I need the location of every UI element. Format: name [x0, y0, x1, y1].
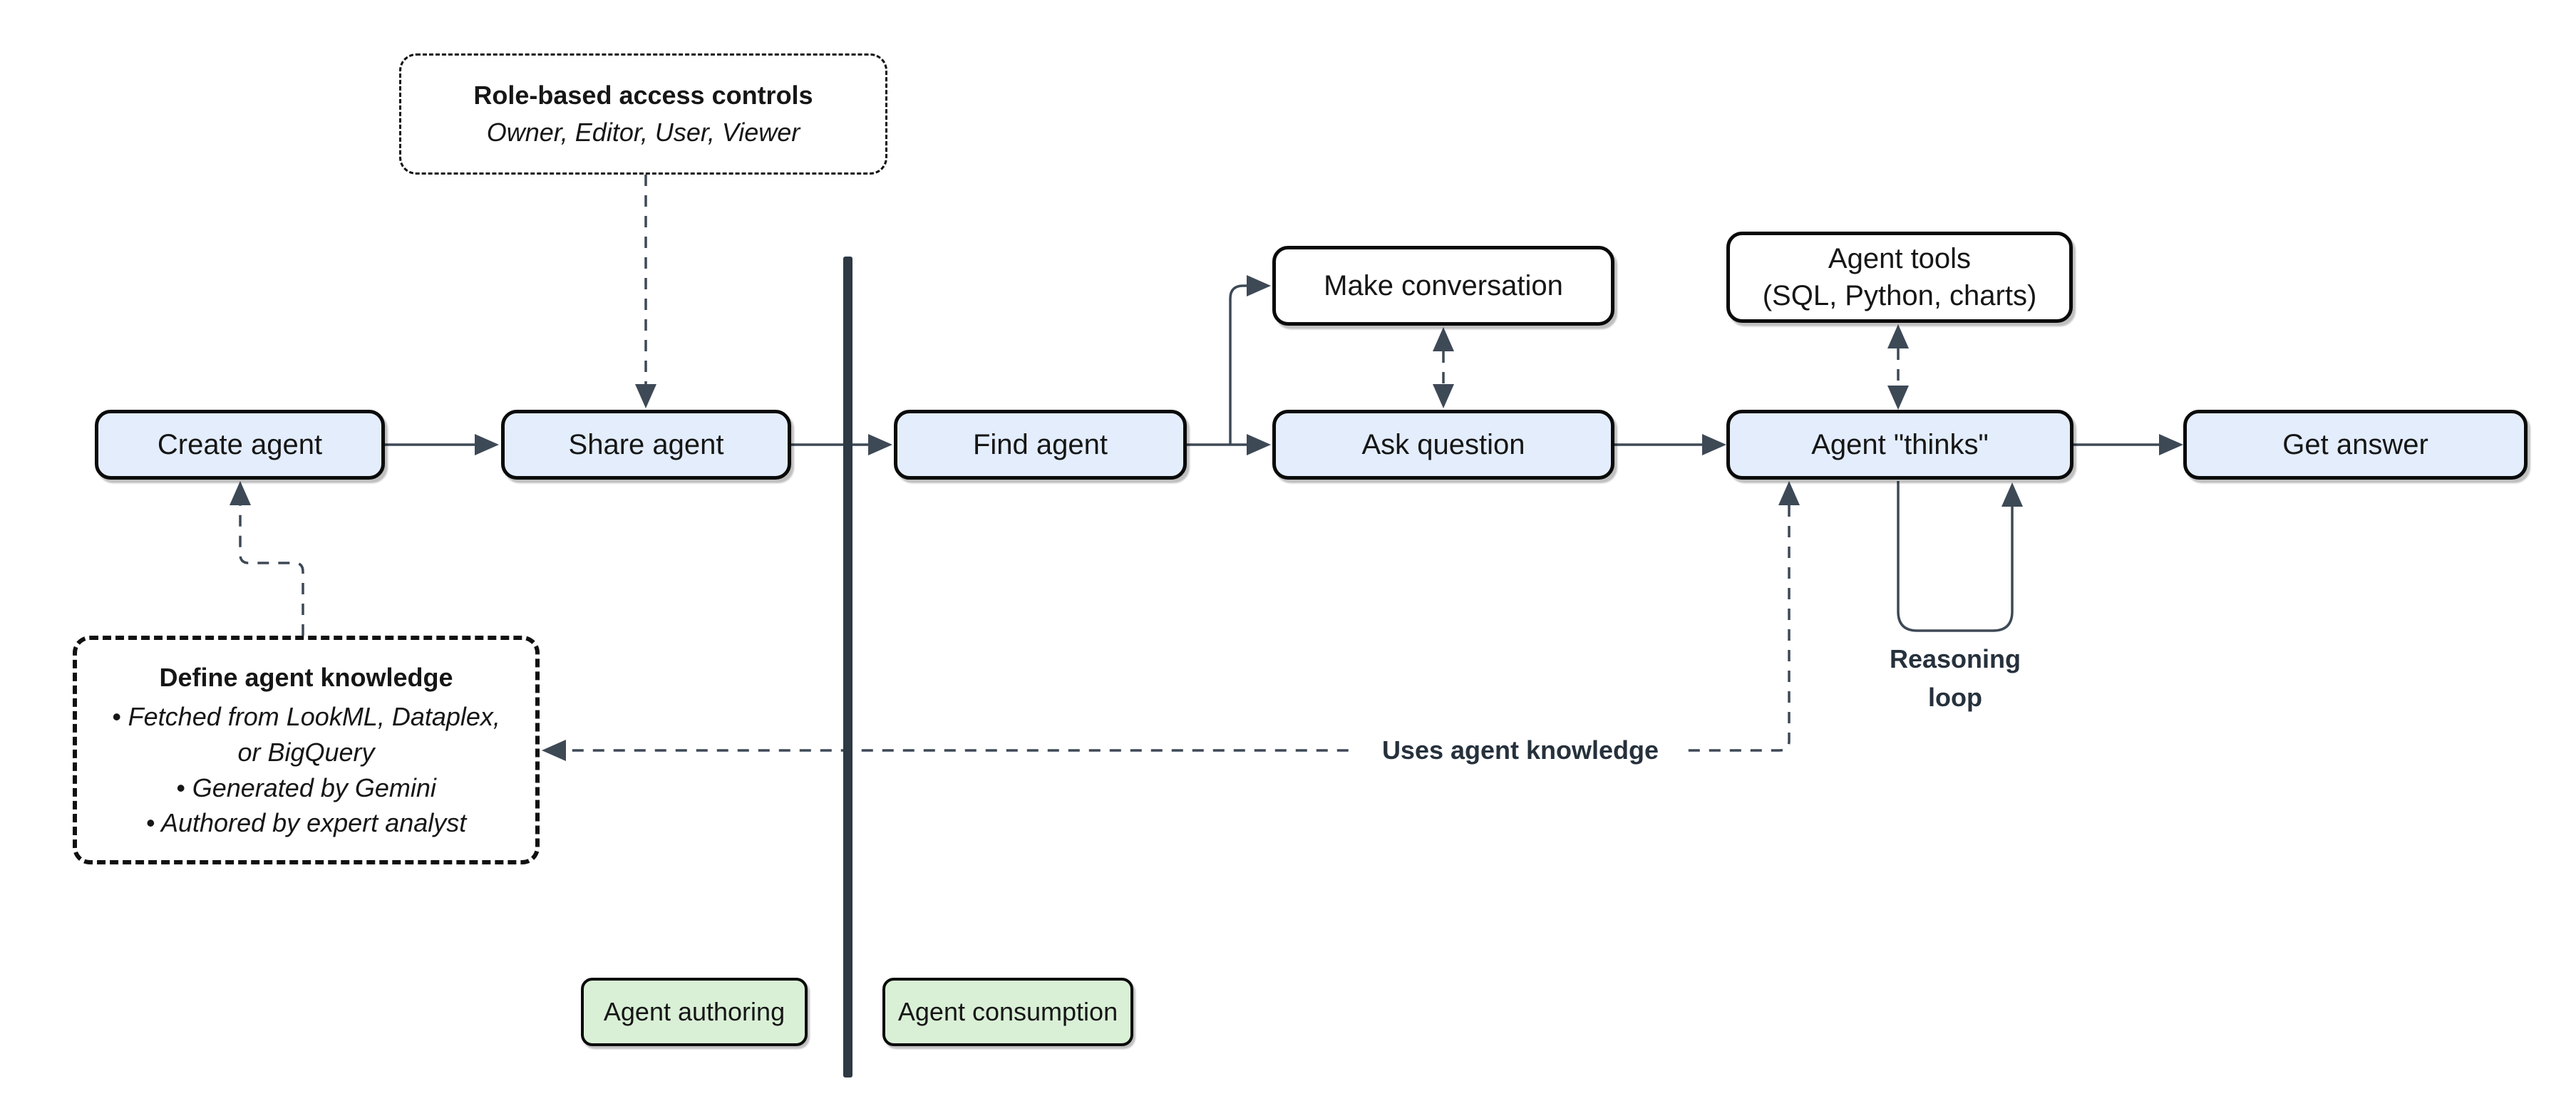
annotation-define-agent-knowledge-bullets: • Fetched from LookML, Dataplex, or BigQ…	[107, 699, 506, 841]
knowledge-bullet: • Authored by expert analyst	[145, 808, 467, 838]
reasoning-loop-label-line1: Reasoning	[1889, 644, 2021, 673]
node-ask-question-label: Ask question	[1361, 429, 1525, 460]
zone-agent-authoring-label: Agent authoring	[603, 997, 785, 1026]
uses-agent-knowledge-label: Uses agent knowledge	[1354, 733, 1686, 768]
node-agent-thinks-label: Agent "thinks"	[1811, 429, 1989, 460]
annotation-role-based-access-title: Role-based access controls	[473, 80, 813, 110]
annotation-role-based-access: Role-based access controls Owner, Editor…	[399, 53, 887, 175]
node-share-agent-label: Share agent	[568, 429, 724, 460]
node-make-conversation-label: Make conversation	[1324, 270, 1563, 301]
node-agent-thinks: Agent "thinks"	[1726, 410, 2073, 480]
knowledge-bullet: • Fetched from LookML, Dataplex, or BigQ…	[112, 702, 500, 767]
node-agent-tools-label-line2: (SQL, Python, charts)	[1762, 280, 2037, 311]
annotation-role-based-access-roles: Owner, Editor, User, Viewer	[486, 118, 800, 147]
node-agent-tools-label-line1: Agent tools	[1828, 243, 1972, 274]
authoring-consumption-divider	[843, 257, 852, 1077]
zone-agent-authoring: Agent authoring	[581, 978, 808, 1046]
reasoning-loop-label: Reasoning loop	[1848, 640, 2062, 717]
node-get-answer: Get answer	[2183, 410, 2528, 480]
annotation-define-agent-knowledge: Define agent knowledge • Fetched from Lo…	[73, 636, 540, 864]
node-create-agent: Create agent	[95, 410, 385, 480]
zone-agent-consumption: Agent consumption	[882, 978, 1133, 1046]
node-create-agent-label: Create agent	[157, 429, 323, 460]
node-ask-question: Ask question	[1272, 410, 1614, 480]
connector-find-to-make-conversation	[1229, 284, 1247, 445]
reasoning-loop-label-line2: loop	[1928, 683, 1982, 712]
node-make-conversation: Make conversation	[1272, 246, 1614, 326]
connector-uses-agent-knowledge	[566, 505, 1791, 752]
zone-agent-consumption-label: Agent consumption	[897, 997, 1118, 1026]
node-agent-tools: Agent tools (SQL, Python, charts)	[1726, 232, 2073, 323]
node-share-agent: Share agent	[501, 410, 791, 480]
arrowheads	[230, 275, 2183, 761]
node-find-agent: Find agent	[894, 410, 1187, 480]
annotation-define-agent-knowledge-title: Define agent knowledge	[159, 663, 453, 693]
connector-reasoning-loop	[1897, 481, 2014, 632]
connector-knowledge-to-create	[239, 505, 304, 636]
node-find-agent-label: Find agent	[972, 429, 1108, 460]
node-get-answer-label: Get answer	[2282, 429, 2428, 460]
knowledge-bullet: • Generated by Gemini	[176, 772, 436, 802]
